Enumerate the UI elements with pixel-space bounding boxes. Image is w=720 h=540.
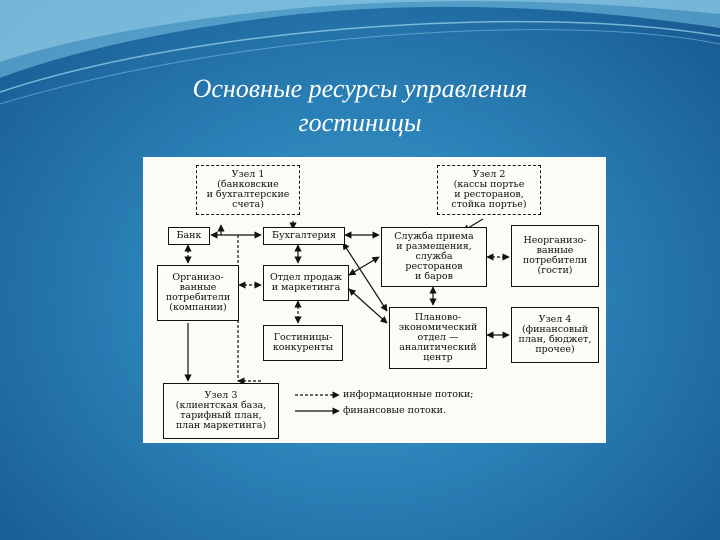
node-uzel-3: Узел 3 (клиентская база, тарифный план, … (163, 383, 279, 439)
node-buhgalteria-line: Бухгалтерия (272, 230, 336, 241)
node-neorg: Неорганизо- ванные потребители (гости) (511, 225, 599, 287)
node-sluzhba-line: Служба приема (394, 231, 474, 242)
node-uzel-4-line: план, бюджет, (518, 334, 592, 345)
node-peo-line: отдел — (417, 332, 459, 343)
node-buhgalteria: Бухгалтерия (263, 227, 345, 245)
node-uzel-2: Узел 2 (кассы портье и ресторанов, стойк… (437, 165, 541, 215)
node-konkurenty: Гостиницы- конкуренты (263, 325, 343, 361)
node-neorg-line: Неорганизо- (523, 235, 587, 246)
node-konkurenty-line: конкуренты (272, 342, 334, 353)
slide-title: Основные ресурсы управления гостиницы (0, 72, 720, 140)
node-org-line: Организо- (172, 272, 224, 283)
node-uzel-1-line: (банковские (217, 179, 279, 190)
diagram-figure: Узел 1 (банковские и бухгалтерские счета… (143, 157, 606, 443)
node-bank: Банк (168, 227, 210, 245)
node-uzel-2-line: (кассы портье (453, 179, 525, 190)
slide-title-line-2: гостиницы (298, 108, 422, 137)
legend-fin-flows: финансовые потоки. (343, 405, 447, 416)
node-neorg-line: ванные (536, 245, 574, 256)
node-peo-line: центр (423, 352, 453, 363)
node-otdel-prodazh-line: Отдел продаж (270, 272, 342, 283)
node-org: Организо- ванные потребители (компании) (157, 265, 239, 321)
node-peo-line: Планово- (414, 312, 462, 323)
node-neorg-line: (гости) (537, 265, 573, 276)
node-bank-line: Банк (176, 230, 202, 241)
node-uzel-4: Узел 4 (финансовый план, бюджет, прочее) (511, 307, 599, 363)
node-uzel-3-line: (клиентская база, (175, 400, 267, 411)
node-org-line: ванные (179, 282, 217, 293)
node-sluzhba-line: и баров (415, 271, 453, 282)
node-uzel-4-line: Узел 4 (538, 314, 572, 325)
node-uzel-2-line: стойка портье) (451, 199, 527, 210)
node-peo: Планово- экономический отдел — аналитиче… (389, 307, 487, 369)
node-uzel-1-line: и бухгалтерские (206, 189, 290, 200)
node-uzel-2-line: и ресторанов, (454, 189, 524, 200)
node-uzel-2-line: Узел 2 (472, 169, 506, 180)
node-org-line: потребители (165, 292, 231, 303)
node-uzel-3-line: Узел 3 (204, 390, 238, 401)
node-konkurenty-line: Гостиницы- (273, 332, 333, 343)
node-otdel-prodazh: Отдел продаж и маркетинга (263, 265, 349, 301)
node-uzel-1: Узел 1 (банковские и бухгалтерские счета… (196, 165, 300, 215)
node-peo-line: аналитический (399, 342, 477, 353)
node-uzel-4-line: прочее) (535, 344, 575, 355)
node-sluzhba-line: служба (415, 251, 453, 262)
node-sluzhba-line: и размещения, (396, 241, 472, 252)
node-uzel-1-line: Узел 1 (231, 169, 265, 180)
node-peo-line: экономический (398, 322, 478, 333)
node-otdel-prodazh-line: и маркетинга (271, 282, 341, 293)
node-org-line: (компании) (169, 302, 227, 313)
node-uzel-1-line: счета) (232, 199, 264, 210)
node-uzel-3-line: план маркетинга) (175, 420, 267, 431)
slide-title-line-1: Основные ресурсы управления (192, 74, 528, 103)
diagram-connectors (184, 218, 510, 415)
node-uzel-4-line: (финансовый (521, 324, 589, 335)
node-neorg-line: потребители (522, 255, 588, 266)
node-uzel-3-line: тарифный план, (180, 410, 262, 421)
legend-info-flows: информационные потоки; (343, 389, 474, 400)
node-sluzhba: Служба приема и размещения, служба ресто… (381, 227, 487, 287)
node-sluzhba-line: ресторанов (405, 261, 463, 272)
